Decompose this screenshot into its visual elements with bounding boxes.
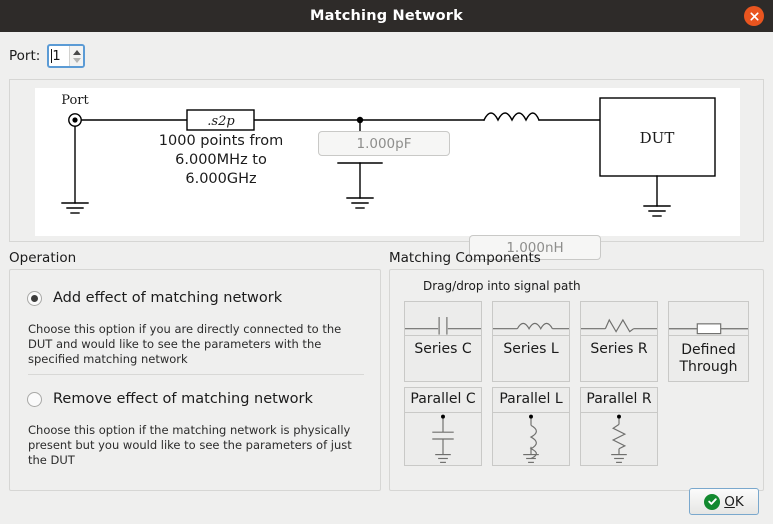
- component-tile-parallel-r[interactable]: Parallel R: [580, 387, 658, 466]
- sweep-line-1: 1000 points from: [159, 133, 283, 149]
- radio-add-effect[interactable]: Add effect of matching network: [10, 290, 282, 306]
- s2p-block-label: .s2p: [207, 114, 235, 129]
- circuit-canvas[interactable]: Port .s2p DUT 1000 points from 6.000MHz …: [35, 88, 740, 260]
- defined-through-line1: Defined: [681, 342, 736, 358]
- ok-mnemonic: O: [724, 493, 735, 510]
- matching-components-title: Matching Components: [389, 250, 541, 266]
- radio-button-icon-add[interactable]: [27, 290, 42, 306]
- dut-label: DUT: [640, 129, 675, 147]
- component-tile-parallel-c-label: Parallel C: [405, 388, 481, 413]
- port-spin-arrows[interactable]: [69, 46, 84, 66]
- junction-dot: [356, 116, 364, 124]
- component-tile-series-c[interactable]: Series C: [404, 301, 482, 382]
- spin-up-icon[interactable]: [72, 49, 81, 55]
- resistor-icon: [581, 302, 657, 336]
- component-tile-defined-through-label: Defined Through: [669, 336, 748, 375]
- close-icon[interactable]: [744, 6, 764, 26]
- component-tile-series-r-label: Series R: [590, 341, 648, 357]
- check-circle-icon: [704, 493, 721, 510]
- shunt-inductor-icon: [493, 413, 569, 465]
- circuit-frame: Port .s2p DUT 1000 points from 6.000MHz …: [9, 79, 764, 260]
- matching-components-group: Matching Components Drag/drop into signa…: [389, 250, 764, 491]
- sweep-line-2: 6.000MHz to: [175, 152, 267, 168]
- port-selector: Port: 1: [9, 44, 86, 68]
- dialog-body: Port: 1: [0, 32, 773, 524]
- port-spinbox[interactable]: 1: [47, 44, 86, 68]
- component-tile-series-l-label: Series L: [503, 341, 559, 357]
- through-icon: [669, 302, 748, 336]
- shunt-resistor-icon: [581, 413, 657, 465]
- operation-divider: [28, 374, 364, 375]
- port-input[interactable]: 1: [49, 46, 69, 66]
- component-tile-series-l[interactable]: Series L: [492, 301, 570, 382]
- radio-remove-effect-label: Remove effect of matching network: [53, 391, 313, 407]
- series-inductor-value-field[interactable]: 1.000nH: [469, 235, 601, 260]
- shunt-capacitor-icon: [405, 413, 481, 465]
- component-tile-parallel-l-label: Parallel L: [493, 388, 569, 413]
- inductor-icon: [493, 302, 569, 336]
- ok-button-label: OK: [724, 494, 744, 510]
- ok-button[interactable]: OK: [689, 488, 759, 515]
- drag-drop-hint: Drag/drop into signal path: [423, 279, 581, 293]
- window-titlebar: Matching Network: [0, 0, 773, 32]
- radio-button-icon-remove[interactable]: [27, 391, 42, 407]
- component-tile-parallel-c[interactable]: Parallel C: [404, 387, 482, 466]
- port-label: Port:: [9, 48, 41, 64]
- hint-add-effect: Choose this option if you are directly c…: [28, 322, 342, 367]
- operation-group-title: Operation: [9, 250, 77, 266]
- component-tile-series-r[interactable]: Series R: [580, 301, 658, 382]
- capacitor-icon: [405, 302, 481, 336]
- defined-through-line2: Through: [679, 358, 738, 375]
- ok-rest: K: [734, 493, 744, 510]
- matching-components-box: Drag/drop into signal path Series C: [389, 269, 764, 491]
- operation-group: Operation Add effect of matching network…: [9, 250, 381, 491]
- component-tile-parallel-r-label: Parallel R: [581, 388, 657, 413]
- component-tile-series-c-label: Series C: [414, 341, 472, 357]
- window-title: Matching Network: [309, 8, 464, 24]
- component-tile-defined-through[interactable]: Defined Through: [668, 301, 749, 382]
- hint-remove-effect: Choose this option if the matching netwo…: [28, 423, 352, 468]
- shunt-capacitor-value-field[interactable]: 1.000pF: [318, 131, 450, 156]
- radio-add-effect-label: Add effect of matching network: [53, 290, 283, 306]
- component-tile-parallel-l[interactable]: Parallel L: [492, 387, 570, 466]
- operation-group-box: Add effect of matching network Choose th…: [9, 269, 381, 491]
- spin-down-icon[interactable]: [72, 57, 81, 63]
- port-terminal-label: Port: [61, 93, 89, 108]
- sweep-line-3: 6.000GHz: [185, 171, 256, 187]
- circuit-schematic: Port .s2p DUT 1000 points from 6.000MHz …: [61, 93, 716, 217]
- radio-remove-effect[interactable]: Remove effect of matching network: [10, 391, 313, 407]
